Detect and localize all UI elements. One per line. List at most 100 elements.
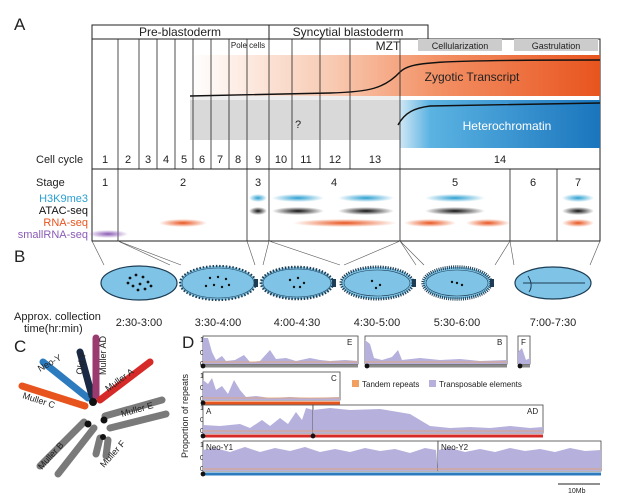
embryo-2-pole xyxy=(254,279,258,287)
zygotic-band xyxy=(190,55,600,96)
blob-rna-s7 xyxy=(562,219,594,227)
cell-cycle-8: 8 xyxy=(235,154,241,166)
track-neo-y1-te xyxy=(203,447,438,471)
blob-smallrna-s1 xyxy=(88,230,128,238)
embryo-5-nuclei xyxy=(450,280,464,287)
track-smallrna: smallRNA-seq xyxy=(18,229,88,241)
collection-label-2: time(hr:min) xyxy=(24,323,83,335)
gastrulation-bar xyxy=(514,39,598,51)
gastrulation-label: Gastrulation xyxy=(532,41,581,51)
track-e: 1 0.5 0 E xyxy=(200,335,359,369)
pre-blastoderm-label: Pre-blastoderm xyxy=(139,25,221,39)
blob-atac-s3 xyxy=(249,207,267,215)
embryo-3-inner xyxy=(262,268,332,298)
scale-bar-label: 10Mb xyxy=(568,488,586,495)
embryo-6-curve xyxy=(527,275,532,293)
legend-te-label: Transposable elements xyxy=(439,380,522,389)
blob-rna-s2 xyxy=(159,219,207,227)
cell-cycle-2: 2 xyxy=(125,154,131,166)
time-4: 4:30-5:00 xyxy=(354,317,400,329)
ytick-e-1: 1 xyxy=(200,337,204,344)
cell-cycle-6: 6 xyxy=(199,154,205,166)
blob-rna-s5a xyxy=(404,219,456,227)
heterochromatin-label: Heterochromatin xyxy=(463,119,552,133)
track-atac: ATAC-seq xyxy=(39,205,88,217)
arm-muller-f-2 xyxy=(102,436,112,460)
blob-h3k9-s4b xyxy=(338,194,394,202)
embryo-2 xyxy=(178,264,258,302)
embryos xyxy=(100,264,592,302)
track-f-te xyxy=(518,348,530,364)
label-muller-ad: Muller AD xyxy=(98,335,108,375)
ytick-c-0: 0 xyxy=(200,396,204,403)
ytick-y-1: 1 xyxy=(200,442,204,449)
centromere-f xyxy=(100,434,106,440)
ytick-y-0: 0 xyxy=(200,466,204,473)
cell-cycle-14: 14 xyxy=(494,154,506,166)
stage-label: Stage xyxy=(36,177,65,189)
stage-frame xyxy=(91,168,601,242)
time-1: 2:30-3:00 xyxy=(116,317,162,329)
embryo-5-pole xyxy=(490,279,494,287)
track-c-te xyxy=(203,378,340,400)
track-a-ad: 1 0.5 0 A AD xyxy=(200,404,544,439)
track-e-centromere xyxy=(200,363,206,369)
cell-cycle-dividers xyxy=(117,39,401,169)
stage-2: 2 xyxy=(180,177,186,189)
track-b-label: B xyxy=(497,338,502,347)
stage-6: 6 xyxy=(530,177,536,189)
stage-7: 7 xyxy=(575,177,581,189)
track-a-centromere xyxy=(200,433,206,439)
embryo-3-pole xyxy=(332,279,336,287)
legend-tandem-label: Tandem repeats xyxy=(362,380,419,389)
collection-label-1: Approx. collection xyxy=(14,311,101,323)
ytick-a-0: 0 xyxy=(200,428,204,435)
track-b-te xyxy=(365,340,507,364)
embryo-3-nuclei xyxy=(288,276,306,289)
question-mark: ? xyxy=(295,119,301,131)
blob-rna-s4 xyxy=(293,219,397,227)
track-f-centromere xyxy=(517,363,523,369)
time-2: 3:30-4:00 xyxy=(195,317,241,329)
arm-neo-y xyxy=(39,358,92,402)
track-rna: RNA-seq xyxy=(43,217,88,229)
blob-atac-s4b xyxy=(338,207,394,215)
blob-atac-s7 xyxy=(562,207,594,215)
track-ad-label: AD xyxy=(527,407,538,416)
embryo-4-pole xyxy=(412,279,416,287)
embryo-5-inner xyxy=(425,269,489,297)
stage-5: 5 xyxy=(452,177,458,189)
ytick-a-1: 1 xyxy=(200,405,204,412)
track-a-te xyxy=(203,408,313,433)
blob-h3k9-s5 xyxy=(425,194,485,202)
arm-muller-f-1 xyxy=(92,434,104,458)
track-blobs xyxy=(88,194,594,238)
track-b-centromere xyxy=(364,363,370,369)
collection-times: 2:30-3:00 3:30-4:00 4:00-4:30 4:30-5:00 … xyxy=(116,317,576,329)
time-5: 5:30-6:00 xyxy=(434,317,480,329)
arm-muller-b-1 xyxy=(36,418,88,470)
track-neo-y1-label: Neo-Y1 xyxy=(206,443,234,452)
blob-h3k9-s4a xyxy=(272,194,324,202)
cell-cycle-numbers: 1 2 3 4 5 6 7 8 9 10 11 12 13 14 xyxy=(102,154,506,166)
track-a-label: A xyxy=(206,407,212,416)
track-c: 1 0.5 0 C xyxy=(200,371,341,406)
track-neo-y-centromere xyxy=(200,471,206,477)
panel-a-label: A xyxy=(14,15,26,34)
ytick-c-1: 1 xyxy=(200,373,204,380)
connector-lines xyxy=(91,240,601,266)
time-6: 7:00-7:30 xyxy=(530,317,576,329)
track-ad-centromere xyxy=(310,433,316,439)
track-h3k9me3: H3K9me3 xyxy=(39,193,88,205)
track-e-te xyxy=(203,338,358,364)
arm-muller-e-2 xyxy=(106,410,170,432)
arm-muller-b-2 xyxy=(54,424,98,478)
cell-cycle-11: 11 xyxy=(300,154,311,166)
embryo-4-nuclei xyxy=(370,279,382,290)
embryo-2-nuclei xyxy=(204,275,231,289)
blob-h3k9-s7 xyxy=(562,194,594,202)
track-c-centromere xyxy=(200,400,206,406)
zygotic-transcript-label: Zygotic Transcript xyxy=(425,70,520,84)
panel-b-label: B xyxy=(14,247,25,266)
blob-atac-s5 xyxy=(425,207,485,215)
